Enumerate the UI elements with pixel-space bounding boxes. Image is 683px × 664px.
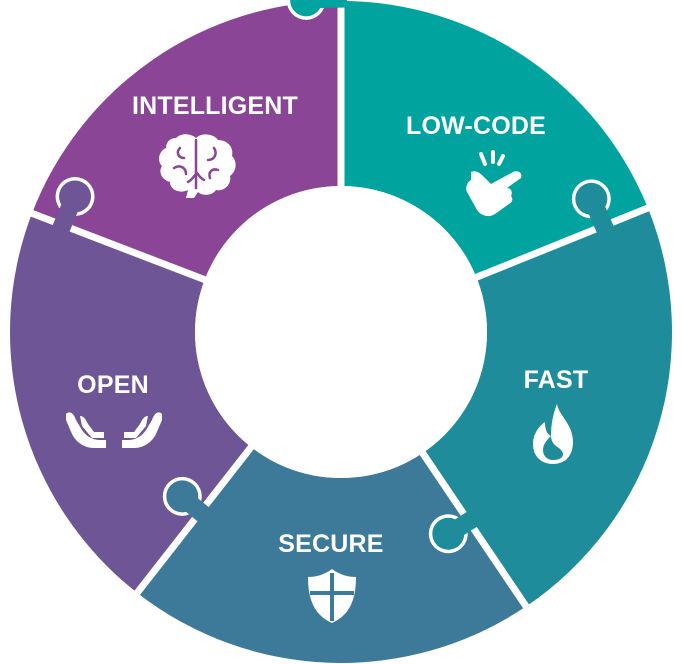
- puzzle-tab-neck: [183, 495, 210, 522]
- segment-secure: [137, 447, 527, 663]
- puzzle-tabs: [52, 0, 614, 554]
- segment-divider: [418, 449, 531, 611]
- puzzle-tab: [290, 0, 323, 17]
- open-hands-icon: [66, 412, 162, 448]
- center-hole: [195, 186, 487, 478]
- brain-icon: [159, 134, 236, 198]
- puzzle-tab: [59, 180, 92, 213]
- puzzle-tab-neck: [451, 511, 477, 537]
- segment-divider: [133, 443, 256, 597]
- tap-hand-icon: [466, 150, 522, 217]
- puzzle-tab: [575, 182, 608, 215]
- segment-low-code: [341, 1, 648, 278]
- open-label: OPEN: [77, 371, 149, 399]
- shield-icon: [308, 569, 356, 623]
- flame-icon: [533, 404, 573, 464]
- intelligent-label: INTELLIGENT: [132, 92, 298, 120]
- secure-label: SECURE: [278, 530, 383, 558]
- puzzle-tab-neck: [588, 205, 614, 234]
- puzzle-tab-neck: [52, 204, 78, 234]
- segment-divider: [473, 204, 652, 282]
- fast-label: FAST: [524, 366, 589, 394]
- segment-fast: [422, 208, 672, 607]
- low-code-label: LOW-CODE: [406, 112, 546, 140]
